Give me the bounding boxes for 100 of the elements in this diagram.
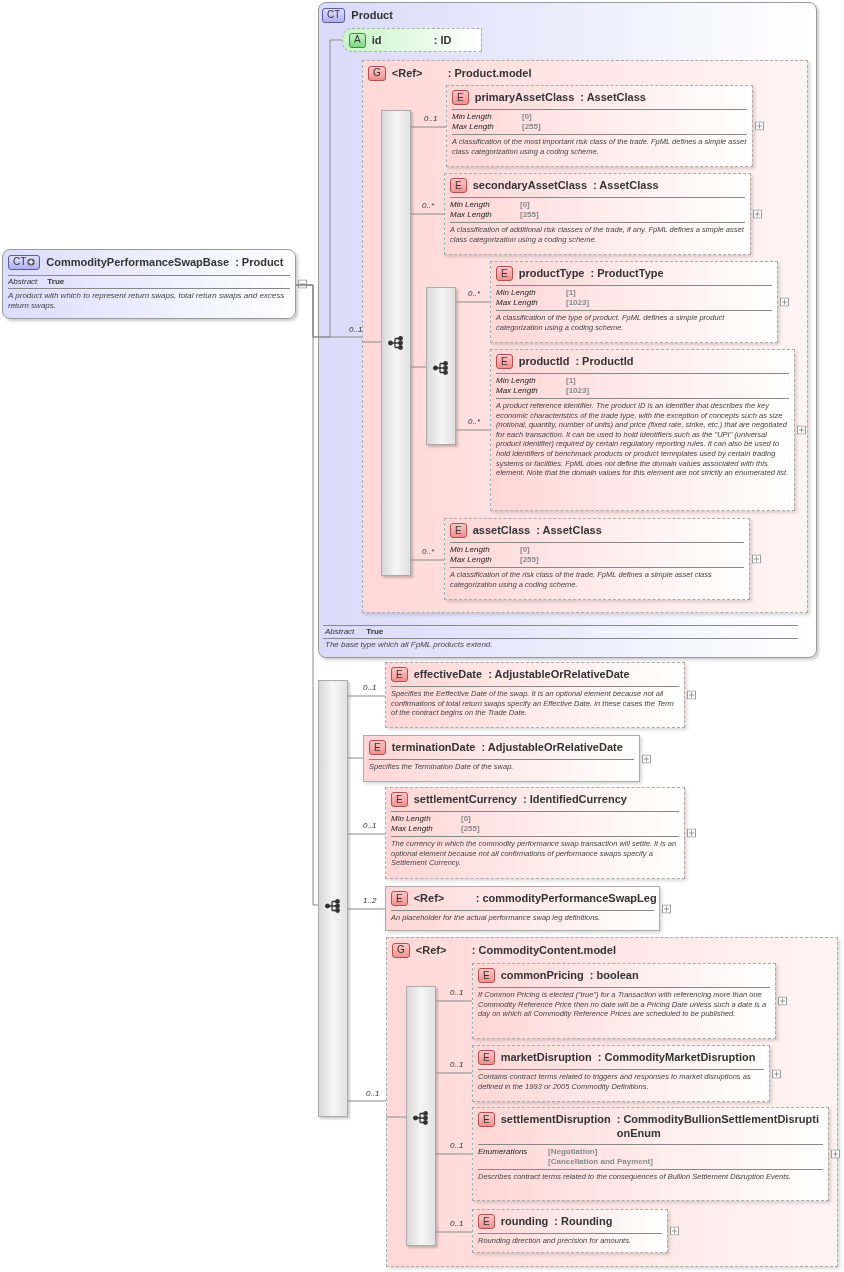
element-type: : AdjustableOrRelativeDate [488, 667, 630, 681]
connector-line [455, 301, 491, 303]
facet-label: Max Length [391, 824, 434, 834]
cardinality-label: 0..1 [349, 325, 363, 335]
element-name: primaryAssetClass [474, 90, 575, 104]
element-name: settlementDisruption [500, 1112, 611, 1126]
base-type: : Product [235, 255, 284, 270]
tag-label: G [373, 68, 381, 79]
compositor-bar [406, 986, 436, 1246]
tag-label: E [455, 525, 462, 536]
tag-label: CT [13, 257, 27, 268]
ref-label: <Ref> [391, 66, 424, 81]
cardinality-label: 1..2 [363, 896, 377, 906]
facet-label: Min Length [450, 200, 491, 210]
facet-value: [0] [520, 200, 531, 210]
facet-label: Max Length [496, 386, 539, 396]
element-name: productType [518, 266, 585, 280]
attribute-type: : ID [433, 32, 452, 48]
facet-label: Max Length [450, 555, 493, 565]
cardinality-label: 0..1 [424, 114, 438, 124]
cardinality-label: 0..1 [450, 1219, 464, 1229]
compositor-bar [426, 287, 456, 445]
element-name: settlementCurrency [413, 792, 517, 806]
type-name: Product [351, 8, 393, 23]
element-type: : CommodityMarketDisruption [597, 1050, 756, 1064]
attribute-name: id [371, 32, 383, 48]
element-type: : AssetClass [593, 178, 659, 192]
tag-label: E [396, 893, 403, 904]
attribute-box [342, 28, 482, 52]
element-name: secondaryAssetClass [472, 178, 587, 192]
tag-label: E [455, 180, 462, 191]
element-type: : AssetClass [536, 523, 602, 537]
facet-label: Min Length [452, 112, 493, 122]
facet-value: [0] [461, 814, 472, 824]
tag-label: CT [327, 10, 341, 21]
element-type: : boolean [589, 968, 639, 982]
element-name: commonPricing [500, 968, 584, 982]
connector-line [435, 1072, 473, 1074]
compositor-bar [381, 110, 411, 576]
tag-label: E [501, 356, 508, 367]
element-type: : ProductType [590, 266, 664, 280]
facet-value: [Cancellation and Payment] [548, 1157, 654, 1167]
group-name: : CommodityContent.model [471, 943, 616, 958]
connector-line [410, 126, 447, 128]
facet-value: [1023] [566, 386, 591, 396]
tag-label: E [374, 742, 381, 753]
connector-line [410, 366, 427, 368]
type-name: CommodityPerformanceSwapBase [46, 255, 230, 270]
element-name: rounding [500, 1214, 549, 1228]
group-box [386, 937, 838, 1267]
element-type: : CommodityBullionSettlementDisruptionEnum [616, 1112, 820, 1140]
complex-type-container [318, 2, 817, 658]
cardinality-label: 0..1 [450, 1141, 464, 1151]
ref-label: <Ref> [415, 943, 448, 958]
element-name: productId [518, 354, 570, 368]
connector-line [455, 429, 491, 431]
facet-value: [255] [522, 122, 542, 132]
connector-line [347, 757, 364, 759]
connector-line [435, 1000, 473, 1002]
tag-label: E [483, 1216, 490, 1227]
group-name: : Product.model [447, 66, 532, 81]
element-name: <Ref> [413, 891, 446, 905]
connector-line [410, 559, 445, 561]
element-name: terminationDate [391, 740, 476, 754]
tag-label: A [354, 35, 361, 45]
facet-value: [1023] [566, 298, 591, 308]
connector-line [347, 833, 386, 835]
facet-value: [1] [566, 288, 577, 298]
property-value: True [366, 626, 384, 638]
group-box [362, 60, 808, 613]
facet-label: Enumerations [478, 1147, 529, 1157]
connector-line [385, 1116, 407, 1118]
element-type: : AssetClass [580, 90, 646, 104]
property-label: Abstract [325, 626, 355, 638]
facet-value: [255] [520, 210, 540, 220]
connector-line [347, 695, 386, 697]
facet-label: Max Length [496, 298, 539, 308]
cardinality-label: 0..1 [363, 821, 377, 831]
element-name: assetClass [472, 523, 531, 537]
tag-label: G [397, 945, 405, 956]
property-value: True [47, 275, 65, 288]
facet-label: Min Length [391, 814, 432, 824]
connector-line [347, 1100, 387, 1102]
element-name: marketDisruption [500, 1050, 592, 1064]
facet-label: Min Length [496, 288, 537, 298]
description: A product with which to represent return swaps, total return swaps and excess return swaps. [8, 289, 286, 311]
connector-line [435, 1153, 473, 1155]
cardinality-label: 0..* [468, 289, 480, 299]
facet-value: [Negotiation] [548, 1147, 599, 1157]
facet-value: [0] [522, 112, 533, 122]
facet-label: Min Length [496, 376, 537, 386]
connector-line [435, 1231, 473, 1233]
facet-value: [1] [566, 376, 577, 386]
element-type: : ProductId [575, 354, 634, 368]
element-type: : Rounding [554, 1214, 613, 1228]
connector-line [347, 908, 386, 910]
cardinality-label: 0..1 [450, 1060, 464, 1070]
compositor-bar [318, 680, 348, 1117]
facet-label: Max Length [450, 210, 493, 220]
property-label: Abstract [8, 275, 38, 288]
